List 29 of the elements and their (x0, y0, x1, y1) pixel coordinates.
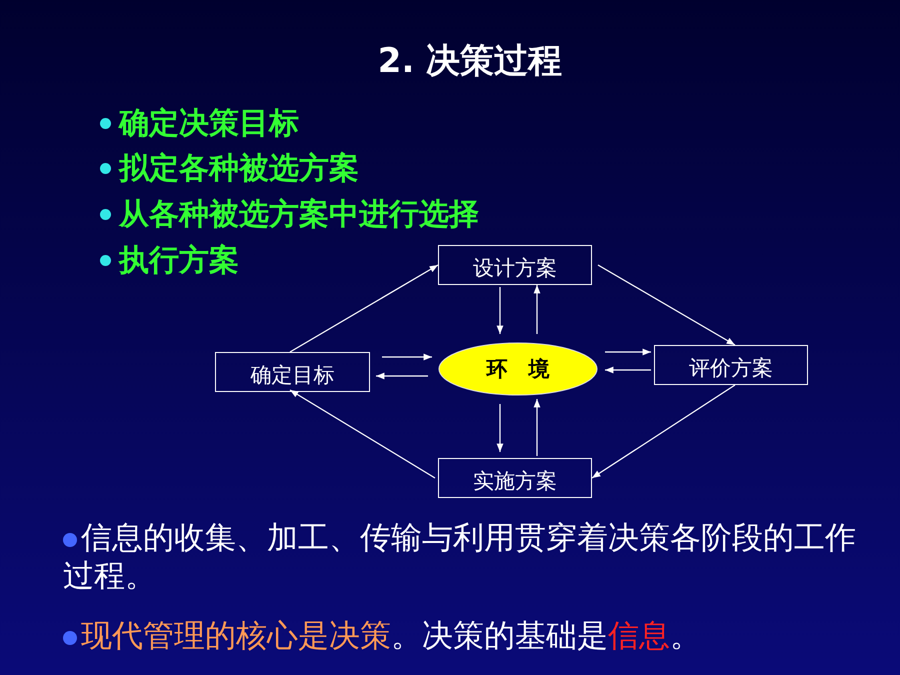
arrow (496, 287, 504, 334)
process-box (438, 245, 592, 285)
arrow (376, 372, 428, 380)
arrow (534, 285, 540, 334)
arrow (382, 354, 432, 360)
bullet-text: 确定决策目标 (119, 105, 299, 143)
bullet-text: 执行方案 (119, 242, 239, 280)
bullet-text: 拟定各种被选方案 (119, 150, 359, 188)
process-box (438, 458, 592, 498)
arrow (496, 404, 504, 452)
arrow (290, 264, 438, 353)
node-label: 设计方案 (473, 255, 557, 282)
ellipse-node (438, 342, 598, 396)
node-label: 环 境 (486, 356, 550, 383)
arrow (605, 348, 651, 356)
arrow (605, 366, 651, 374)
bullet-text: 从各种被选方案中进行选择 (119, 196, 479, 234)
paragraph-text: 现代管理的核心是决策。决策的基础是信息。 (81, 618, 701, 654)
arrow (290, 389, 436, 479)
arrow (598, 264, 736, 346)
arrow (592, 384, 736, 478)
process-box (654, 345, 808, 385)
node-label: 实施方案 (473, 468, 557, 495)
node-label: 评价方案 (689, 355, 773, 382)
process-box (215, 352, 370, 392)
slide-title: 2. 决策过程 (376, 40, 564, 83)
paragraph-text: 信息的收集、加工、传输与利用贯穿着决策各阶段的工作过程。 (63, 519, 857, 595)
arrow (534, 399, 540, 456)
node-label: 确定目标 (250, 362, 334, 389)
